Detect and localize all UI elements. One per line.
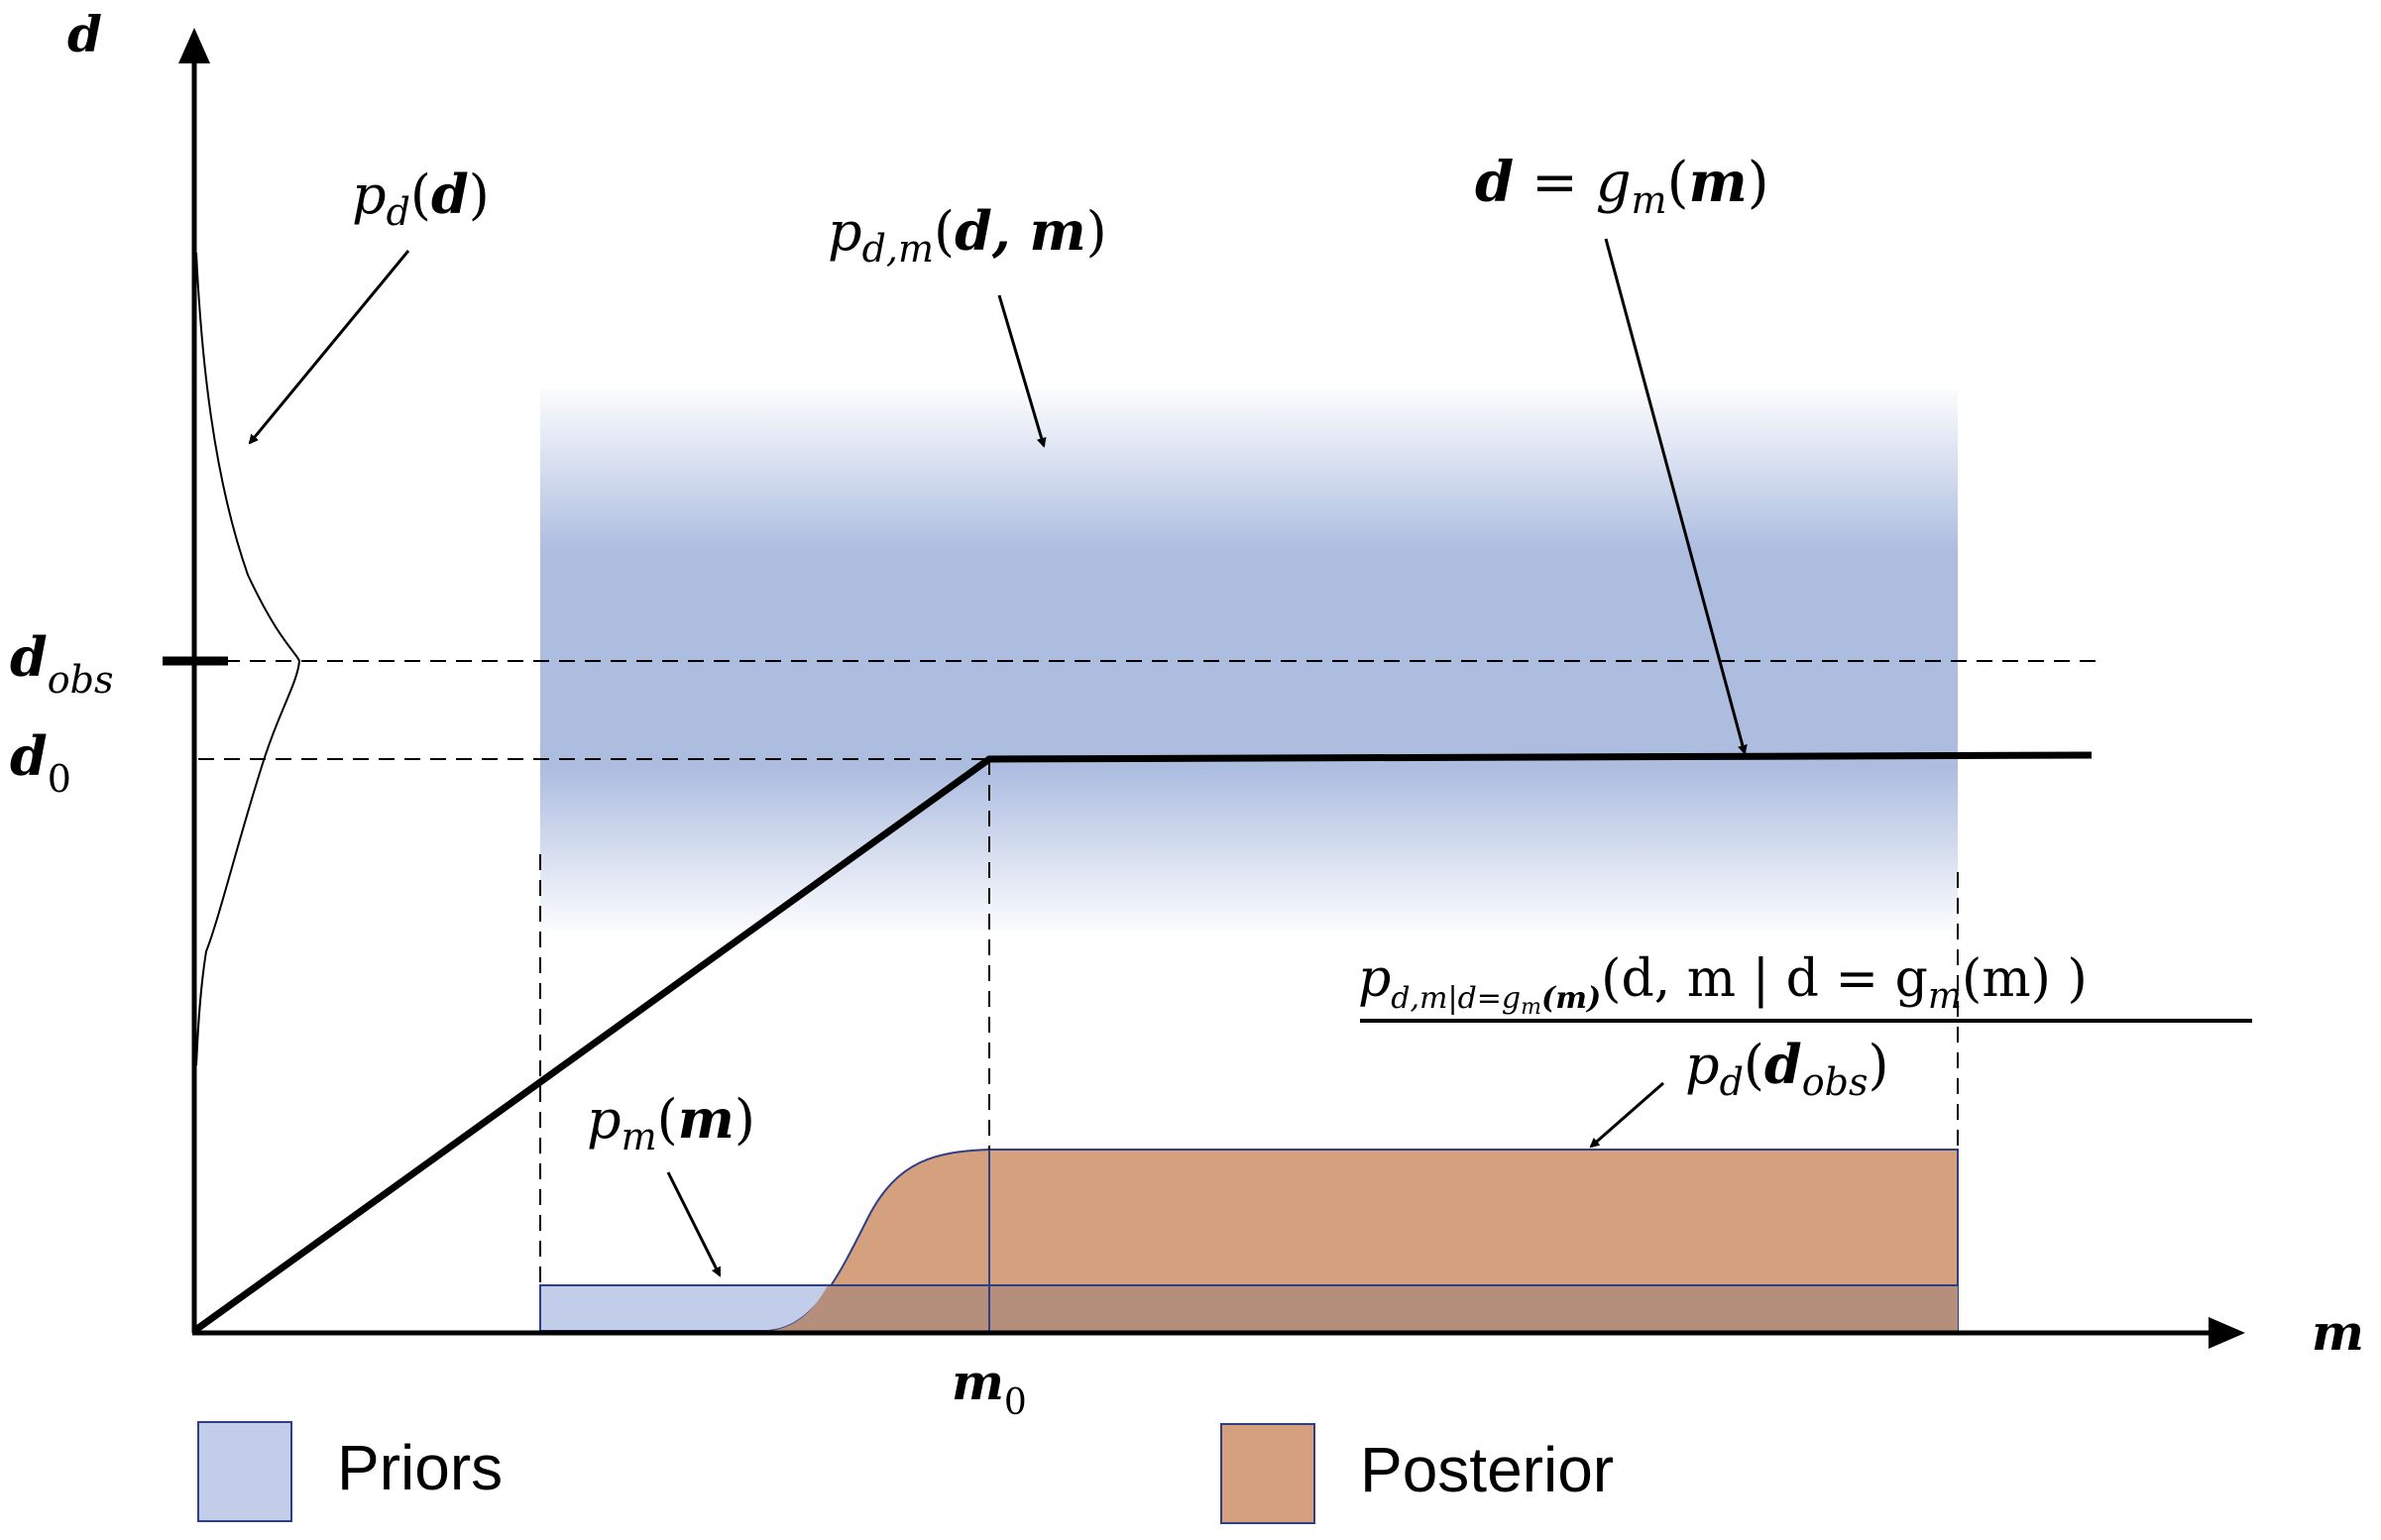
prior-posterior-overlap (768, 1285, 1958, 1331)
pd-arrow (248, 250, 410, 445)
posterior-formula: pd,m|d=gm(m)(d, m | d = gm(m) ) pd(dobs) (1358, 949, 2252, 1104)
posterior-numerator: pd,m|d=gm(m)(d, m | d = gm(m) ) (1358, 949, 2088, 1020)
posterior-arrow (1589, 1081, 1664, 1149)
y-axis-label: d (67, 5, 102, 63)
dashed-guides (198, 660, 2097, 1285)
forward-model-curve (191, 751, 2093, 1334)
y-axis-arrowhead (178, 28, 210, 63)
pm-arrow (666, 1171, 722, 1277)
m0-label: m0 (952, 1353, 1027, 1423)
legend-label-priors: Priors (337, 1432, 503, 1503)
d0-label: d0 (10, 724, 71, 801)
pdm-label: pd,m(d, m) (828, 199, 1107, 271)
legend: Priors Posterior (197, 1421, 1614, 1524)
legend-label-posterior: Posterior (1360, 1434, 1614, 1505)
gm-arrow (1604, 238, 1748, 755)
legend-swatch-posterior (1220, 1423, 1315, 1524)
x-axis-arrowhead (2209, 1317, 2245, 1349)
data-density-curve (195, 252, 301, 1066)
posterior-denominator: pd(dobs) (1685, 1033, 1889, 1104)
pm-label: pm(m) (587, 1087, 755, 1158)
d-obs-label: dobs (10, 625, 113, 702)
forward-model-label: d = gm(m) (1475, 150, 1769, 222)
x-axis-label: m (2312, 1303, 2364, 1362)
pd-label: pd(d) (352, 163, 490, 234)
axes (163, 28, 2245, 1349)
legend-swatch-priors (197, 1421, 292, 1522)
annotation-arrows (248, 238, 1748, 1277)
pdm-arrow (997, 294, 1047, 448)
